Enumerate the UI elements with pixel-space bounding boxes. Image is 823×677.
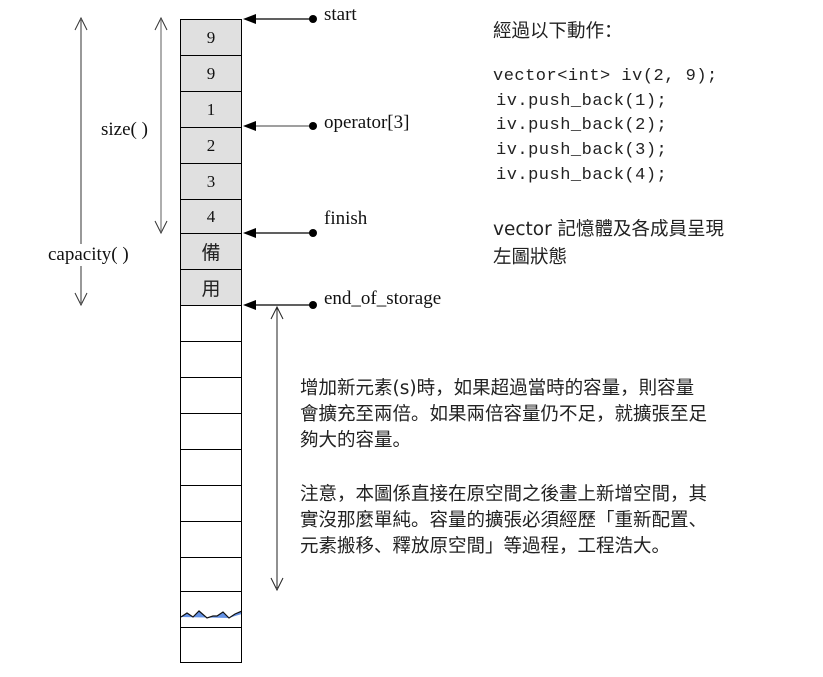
operator-label: operator[3] [324, 112, 410, 133]
memory-cell: 9 [180, 19, 242, 56]
end-of-storage-pointer-arrow [243, 300, 317, 310]
reserve-label: 用 [201, 278, 221, 300]
growth-arrow [270, 305, 284, 592]
finish-pointer-arrow [243, 228, 317, 238]
memory-cell: 3 [180, 163, 242, 200]
empty-cell [180, 377, 242, 414]
code-line: iv.push_back(1); [496, 92, 668, 111]
code-line: vector<int> iv(2, 9); [493, 67, 718, 86]
empty-cell [180, 627, 242, 663]
empty-cell [180, 557, 242, 592]
finish-label: finish [324, 208, 368, 229]
empty-cell [180, 449, 242, 486]
actions-heading: 經過以下動作： [493, 21, 623, 42]
cell-value: 2 [206, 135, 216, 155]
end-of-storage-label: end_of_storage [324, 288, 442, 309]
size-arrow [154, 16, 168, 235]
cell-value: 4 [206, 206, 216, 226]
start-label: start [324, 4, 357, 25]
cell-value: 3 [206, 171, 216, 191]
operator-pointer-arrow [243, 121, 317, 131]
memory-cell: 2 [180, 127, 242, 164]
capacity-label: capacity( ) [48, 244, 129, 266]
caution-note-line: 實沒那麼單純。容量的擴張必須經歷「重新配置、 [300, 510, 708, 531]
reserve-cell: 備 [180, 233, 242, 270]
break-mark-icon [181, 610, 241, 619]
empty-cell [180, 485, 242, 522]
reserve-cell: 用 [180, 269, 242, 306]
size-label: size( ) [101, 119, 148, 141]
cell-value: 1 [206, 99, 216, 119]
empty-cell [180, 341, 242, 378]
code-line: iv.push_back(4); [496, 166, 668, 185]
growth-note-line: 增加新元素(s)時，如果超過當時的容量，則容量 [300, 378, 695, 399]
code-line: iv.push_back(3); [496, 141, 668, 160]
empty-cell [180, 521, 242, 558]
reserve-label: 備 [201, 242, 221, 264]
cell-value: 9 [206, 27, 216, 47]
memory-cell: 4 [180, 199, 242, 234]
growth-note-line: 夠大的容量。 [300, 430, 412, 451]
break-cell [180, 591, 242, 628]
cell-value: 9 [206, 63, 216, 83]
empty-cell [180, 413, 242, 450]
state-note-line: vector 記憶體及各成員呈現 [493, 219, 725, 240]
memory-cell: 9 [180, 55, 242, 92]
code-line: iv.push_back(2); [496, 116, 668, 135]
state-note-line: 左圖狀態 [493, 247, 568, 268]
caution-note-line: 元素搬移、釋放原空間」等過程，工程浩大。 [300, 536, 671, 557]
growth-note-line: 會擴充至兩倍。如果兩倍容量仍不足，就擴張至足 [300, 404, 708, 425]
caution-note-line: 注意，本圖係直接在原空間之後畫上新增空間，其 [300, 484, 708, 505]
start-pointer-arrow [243, 14, 317, 24]
empty-cell [180, 305, 242, 342]
memory-cell: 1 [180, 91, 242, 128]
